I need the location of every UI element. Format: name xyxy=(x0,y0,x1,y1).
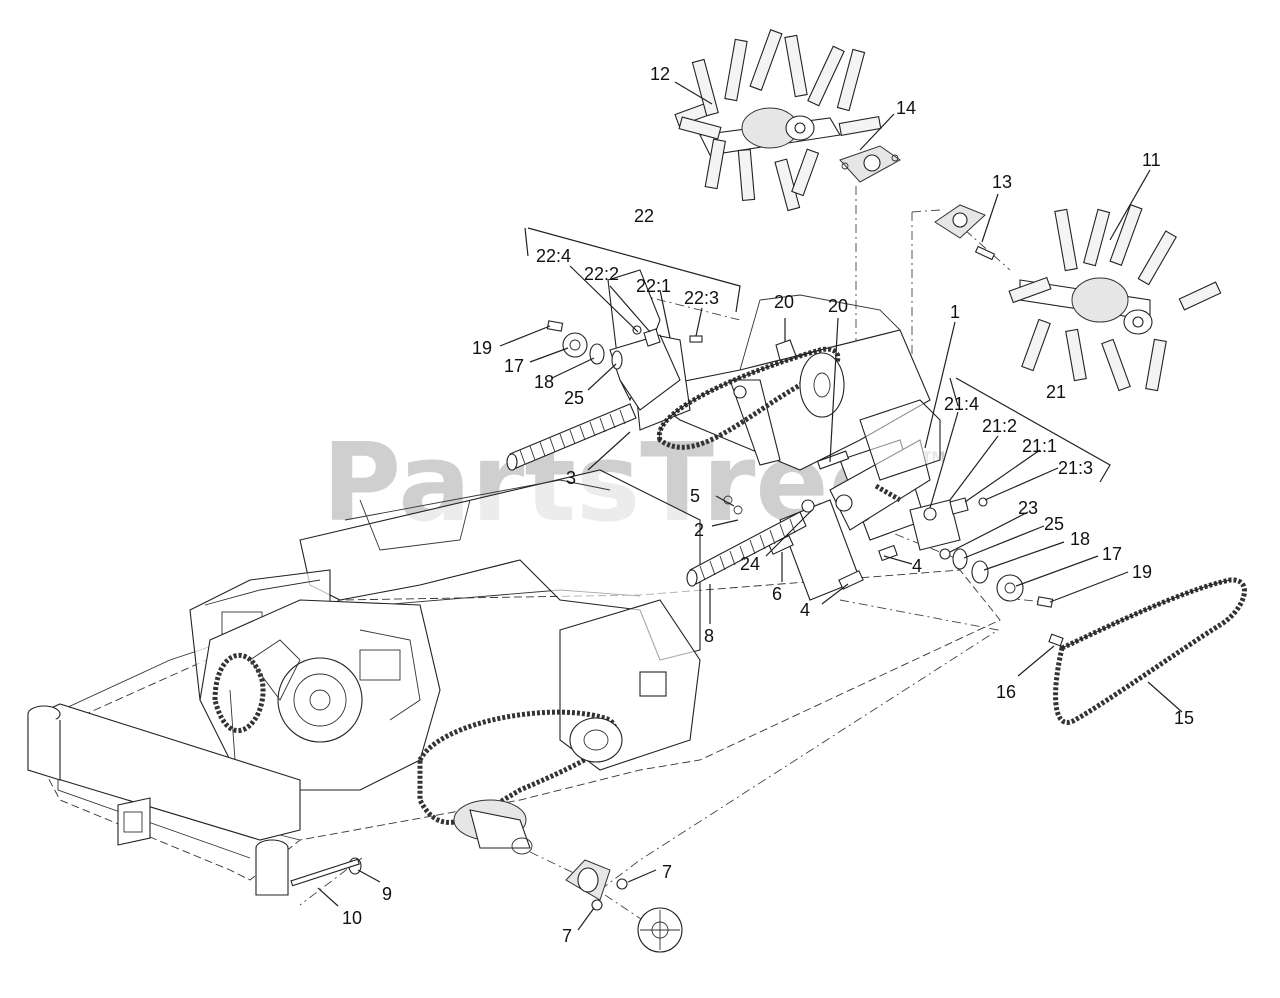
callout-15: 15 xyxy=(1174,708,1194,728)
bracket-22 xyxy=(524,227,741,313)
callout-24: 24 xyxy=(740,554,760,574)
callout-8: 8 xyxy=(704,626,714,646)
tensioner-kit-21 xyxy=(909,497,1054,608)
leader-lines xyxy=(317,81,1183,931)
callout-21-4: 21:4 xyxy=(944,394,979,414)
chain-15 xyxy=(1048,577,1247,725)
callout-5: 5 xyxy=(690,486,700,506)
lower-bearing-and-sprocket xyxy=(290,857,683,953)
callout-20-left: 20 xyxy=(774,292,794,312)
callout-21-3: 21:3 xyxy=(1058,458,1093,478)
bracket-21 xyxy=(949,377,1111,483)
callout-7-left: 7 xyxy=(562,926,572,946)
callout-21-1: 21:1 xyxy=(1022,436,1057,456)
callout-10: 10 xyxy=(342,908,362,928)
callout-22-4: 22:4 xyxy=(536,246,571,266)
callout-22-1: 22:1 xyxy=(636,276,671,296)
callout-labels: 12 14 22 22:4 22:2 22:1 22:3 19 17 18 25… xyxy=(342,64,1194,946)
callout-23: 23 xyxy=(1018,498,1038,518)
callout-17-left: 17 xyxy=(504,356,524,376)
callout-14: 14 xyxy=(896,98,916,118)
callout-18-right: 18 xyxy=(1070,529,1090,549)
callout-25-right: 25 xyxy=(1044,514,1064,534)
callout-20-right: 20 xyxy=(828,296,848,316)
tiller-rotor-12 xyxy=(674,29,901,212)
callout-18-left: 18 xyxy=(534,372,554,392)
spring-3 xyxy=(506,403,637,471)
callout-21: 21 xyxy=(1046,382,1066,402)
callout-22-3: 22:3 xyxy=(684,288,719,308)
callout-22-2: 22:2 xyxy=(584,264,619,284)
callout-2: 2 xyxy=(694,520,704,540)
bevel-gear xyxy=(453,799,533,855)
tensioner-kit-22 xyxy=(546,320,703,411)
tiller-rotor-11 xyxy=(934,204,1222,392)
callout-21-2: 21:2 xyxy=(982,416,1017,436)
spring-8 xyxy=(686,511,807,587)
callout-1: 1 xyxy=(950,302,960,322)
drive-sprocket xyxy=(569,717,623,763)
flange-bearing-14 xyxy=(839,145,901,183)
callout-7-right: 7 xyxy=(662,862,672,882)
callout-13: 13 xyxy=(992,172,1012,192)
engine xyxy=(199,599,441,791)
tine-arm-assembly-1 xyxy=(607,269,941,601)
callout-17-right: 17 xyxy=(1102,544,1122,564)
flange-bearing-13 xyxy=(934,204,996,261)
callout-4-lower: 4 xyxy=(800,600,810,620)
callout-12: 12 xyxy=(650,64,670,84)
callout-4-upper: 4 xyxy=(912,556,922,576)
callout-19-left: 19 xyxy=(472,338,492,358)
callout-16: 16 xyxy=(996,682,1016,702)
callout-6: 6 xyxy=(772,584,782,604)
callout-25-left: 25 xyxy=(564,388,584,408)
callout-9: 9 xyxy=(382,884,392,904)
callout-11: 11 xyxy=(1142,150,1161,170)
callout-22: 22 xyxy=(634,206,654,226)
callout-19-right: 19 xyxy=(1132,562,1152,582)
callout-3: 3 xyxy=(566,468,576,488)
machine-frame xyxy=(27,469,1001,896)
